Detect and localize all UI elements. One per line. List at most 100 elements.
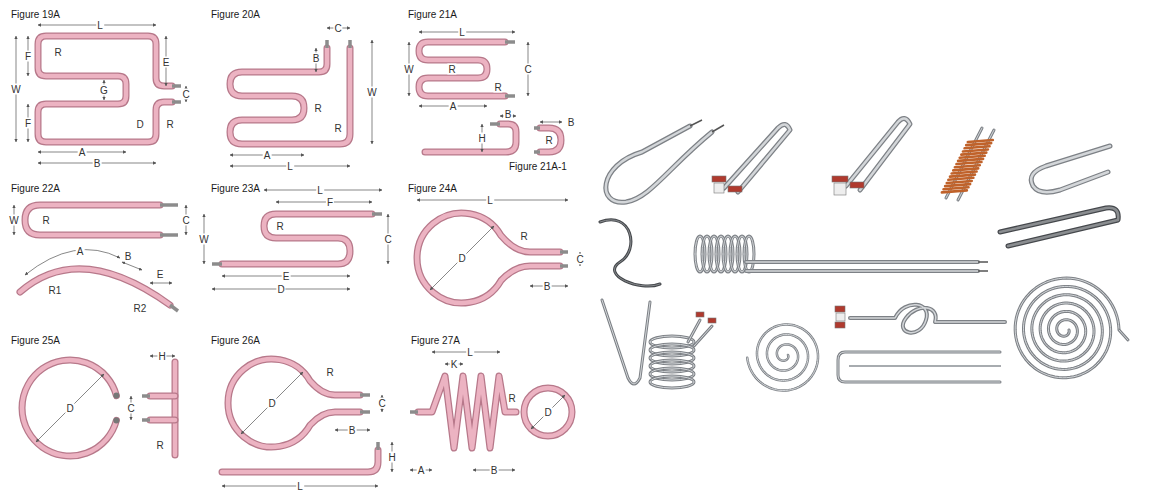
- dimension-label: F: [24, 118, 32, 129]
- dimension-label: D: [65, 403, 74, 414]
- terminal-block: [835, 322, 845, 328]
- terminal-block: [696, 312, 704, 317]
- heater-tube-edge: [38, 36, 172, 142]
- dimension-label: W: [8, 215, 19, 226]
- terminal-pin: [505, 94, 515, 98]
- photo-tube-edge: [602, 300, 650, 384]
- heater-tube: [230, 48, 350, 144]
- dimension-label: C: [523, 64, 532, 75]
- dimension-label: R: [493, 82, 502, 93]
- photo-tube: [602, 300, 650, 384]
- dimension-label: F: [24, 51, 32, 62]
- heater-tube: [173, 362, 178, 455]
- dimension-label: R: [325, 367, 334, 378]
- terminal-end: [113, 417, 119, 423]
- photo-tube-edge: [746, 269, 978, 273]
- copper-coil: [948, 178, 973, 180]
- dimension-label: L: [316, 185, 324, 196]
- dimension-label: C: [181, 215, 190, 226]
- figure-title: Figure 25A: [10, 335, 61, 346]
- photo-tube-edge: [1000, 208, 1118, 246]
- terminal-block: [834, 183, 846, 195]
- dimension-line: [36, 374, 104, 442]
- copper-coil: [944, 187, 969, 189]
- photo-tube-edge: [850, 365, 1000, 367]
- dimension-label: L: [286, 161, 294, 172]
- photo-tube: [746, 261, 978, 263]
- photo-tube-edge: [1031, 146, 1110, 192]
- heater-tube-edge: [228, 359, 360, 447]
- photo-tube-edge: [688, 320, 700, 342]
- heater-tube: [417, 213, 560, 303]
- dimension-label: B: [348, 425, 357, 436]
- dimension-label: R: [333, 123, 342, 134]
- heater-tube-edge: [172, 362, 179, 455]
- photo-tube-edge: [1119, 330, 1128, 340]
- terminal-pin: [172, 84, 181, 88]
- dimension-label: R: [53, 47, 62, 58]
- dimension-label: R: [519, 231, 528, 242]
- dimension-line: [276, 202, 372, 203]
- dimension-label: W: [198, 234, 209, 245]
- photo-tube-edge: [746, 260, 978, 264]
- dimension-label: B: [504, 109, 513, 120]
- photo-tube: [846, 118, 910, 190]
- heater-tube: [22, 360, 116, 456]
- photo-tube: [1031, 146, 1110, 192]
- photo-tube-edge: [744, 236, 754, 272]
- heater-tube-edge: [22, 360, 116, 456]
- dimension-line: [419, 32, 515, 33]
- photo-tube: [850, 305, 1005, 333]
- photo-tube: [1015, 278, 1119, 378]
- dimension-line: [531, 395, 565, 429]
- heater-tube-edge: [150, 417, 175, 424]
- dimension-label: C: [126, 403, 135, 414]
- heater-tube: [540, 128, 561, 152]
- dimension-label: W: [10, 84, 21, 95]
- photo-tube-edge: [694, 326, 712, 346]
- dimension-label: L: [296, 481, 304, 492]
- copper-coil: [952, 172, 977, 174]
- copper-coil: [966, 143, 991, 145]
- dimension-label: G: [99, 85, 109, 96]
- terminal-pin: [560, 264, 568, 268]
- dimension-label: L: [466, 347, 474, 358]
- dimension-line: [540, 122, 562, 123]
- photo-tube-edge: [600, 220, 660, 286]
- copper-coil: [950, 175, 975, 177]
- copper-coil: [945, 184, 970, 186]
- figure-title: Figure 27A: [410, 335, 461, 346]
- dimension-label: C: [377, 398, 386, 409]
- terminal-block: [836, 313, 845, 321]
- dimension-label: E: [162, 57, 171, 68]
- heater-tube: [419, 42, 505, 96]
- terminal-pin: [376, 442, 380, 450]
- photo-tube: [850, 366, 1000, 367]
- copper-coil: [958, 159, 983, 161]
- photo-tube: [724, 124, 790, 192]
- dimension-label: C: [383, 234, 392, 245]
- photo-tube-edge: [850, 305, 1005, 333]
- dimension-label: D: [135, 119, 144, 130]
- heater-tube-edge: [25, 205, 160, 235]
- heater-tube-edge: [418, 376, 516, 448]
- dimension-label: R: [313, 103, 322, 114]
- photo-tube: [838, 352, 1000, 382]
- copper-coil: [963, 149, 988, 151]
- terminal-pin: [160, 233, 178, 237]
- dimension-label: R: [165, 119, 174, 130]
- dimension-label: H: [157, 351, 166, 362]
- figure-title: Figure 21A-1: [508, 161, 568, 172]
- terminal-pin: [978, 270, 988, 272]
- photo-tube: [600, 220, 660, 286]
- photo-tube: [1119, 330, 1128, 340]
- dimension-label: B: [543, 281, 552, 292]
- photo-tube: [747, 324, 818, 390]
- copper-coil: [968, 140, 993, 142]
- dimension-label: R: [447, 64, 456, 75]
- dimension-label: E: [156, 269, 165, 280]
- terminal-block: [850, 182, 864, 188]
- dimension-label: R1: [48, 285, 63, 296]
- dimension-label: F: [326, 197, 334, 208]
- drawings: [14, 25, 1128, 486]
